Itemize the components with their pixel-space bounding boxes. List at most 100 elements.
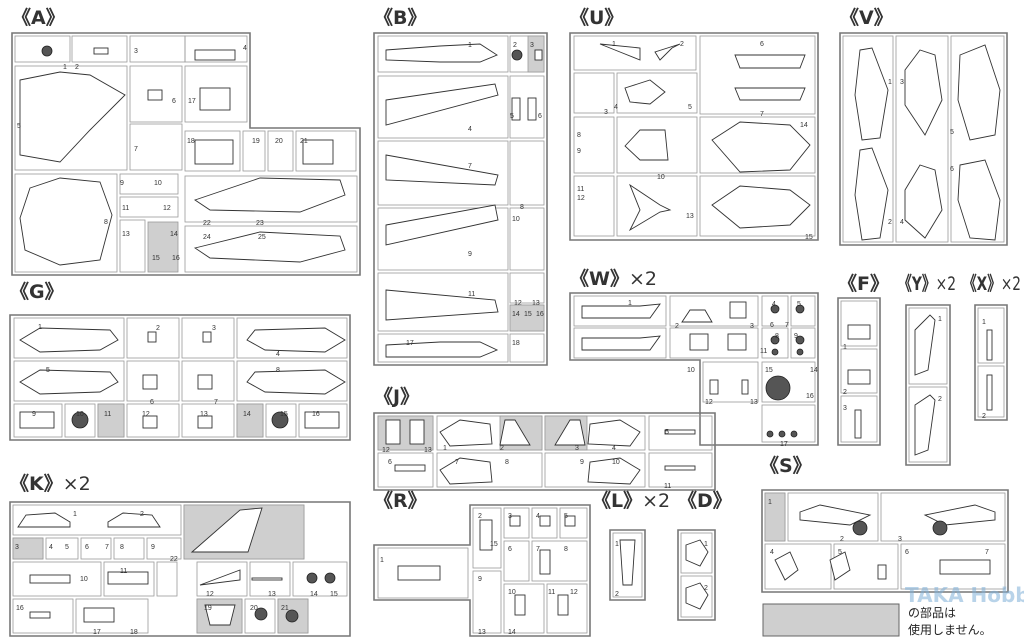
part-number: 18	[512, 340, 520, 347]
part-outline	[904, 164, 943, 239]
round-part	[41, 45, 53, 57]
part-outline	[19, 369, 119, 395]
sprue-cell	[616, 116, 698, 174]
sprue-frame	[9, 501, 351, 637]
part-outline	[664, 429, 696, 435]
part-outline	[397, 565, 441, 581]
sprue-cell	[950, 35, 1005, 243]
part-number: 10	[612, 459, 620, 466]
part-number: 9	[794, 333, 798, 340]
sprue-cell	[616, 175, 698, 237]
round-part	[795, 304, 805, 314]
part-number: 4	[770, 549, 774, 556]
part-number: 16	[312, 411, 320, 418]
part-number: 3	[212, 325, 216, 332]
sprue-frame	[569, 292, 819, 446]
unused-part-area	[236, 403, 264, 438]
part-outline	[624, 79, 666, 105]
sprue-cell	[126, 360, 180, 402]
sprue-cell	[126, 403, 180, 438]
part-outline	[564, 515, 576, 527]
part-number: 4	[900, 219, 904, 226]
part-number: 16	[172, 255, 180, 262]
sprue-cell	[573, 327, 667, 359]
sprue-title: 《D》	[678, 489, 732, 512]
part-outline	[385, 289, 499, 321]
sprue-title: 《S》	[760, 454, 812, 477]
part-number: 7	[105, 544, 109, 551]
part-number: 4	[468, 126, 472, 133]
part-outline	[923, 504, 996, 526]
part-number: 9	[151, 544, 155, 551]
part-number: 3	[900, 79, 904, 86]
part-number: 1	[938, 316, 942, 323]
part-outline	[385, 204, 499, 246]
part-number: 22	[203, 220, 211, 227]
part-outline	[619, 539, 636, 586]
part-number: 7	[134, 146, 138, 153]
sprue-cell	[531, 540, 588, 582]
part-number: 14	[512, 311, 520, 318]
sprue-cell	[573, 72, 615, 114]
part-number: 5	[797, 301, 801, 308]
sprue-frame	[569, 32, 819, 241]
sprue-frame	[373, 504, 591, 637]
part-outline	[685, 539, 709, 567]
sprue-title: 《W》×2	[570, 267, 657, 290]
sprue-cell	[761, 295, 789, 327]
sprue-label: 《S》	[760, 454, 812, 477]
sprue-frame	[11, 32, 361, 276]
part-number: 17	[406, 340, 414, 347]
sprue-cell	[908, 386, 948, 463]
sprue-cell	[699, 116, 816, 174]
part-number: 11	[548, 589, 555, 596]
part-number: 8	[520, 204, 524, 211]
part-number: 6	[538, 113, 542, 120]
part-number: 12	[163, 205, 171, 212]
part-number: 13	[424, 447, 432, 454]
sprue-frame	[839, 32, 1008, 246]
part-outline	[664, 465, 696, 471]
part-number: 20	[250, 605, 258, 612]
part-number: 7	[214, 399, 218, 406]
sprue-cell	[184, 35, 248, 63]
sprue-cell	[119, 173, 179, 195]
part-number: 14	[810, 367, 818, 374]
sprue-frame	[609, 529, 646, 601]
part-number: 9	[120, 180, 124, 187]
part-number: 15	[490, 541, 498, 548]
sprue-frame	[905, 304, 951, 466]
sprue-frame	[677, 529, 716, 621]
sprue-X: 《X》×212	[963, 272, 1021, 421]
part-number: 4	[49, 544, 53, 551]
sprue-label: 《D》	[678, 489, 732, 512]
part-number: 9	[478, 576, 482, 583]
part-outline	[986, 329, 993, 361]
part-number: 15	[524, 311, 532, 318]
sprue-cell	[436, 452, 543, 488]
part-number: 14	[170, 231, 178, 238]
sprue-cell	[12, 561, 102, 597]
part-number: 1	[628, 300, 632, 307]
sprue-title: 《U》	[570, 6, 623, 29]
part-number: 5	[665, 429, 669, 436]
part-number: 7	[536, 546, 540, 553]
part-outline	[246, 327, 346, 353]
sprue-frame	[373, 32, 548, 366]
part-number: 6	[760, 41, 764, 48]
sprue-cell	[45, 537, 79, 560]
part-number: 20	[275, 138, 283, 145]
part-number: 13	[750, 399, 758, 406]
part-number: 2	[156, 325, 160, 332]
sprue-cell	[129, 65, 183, 123]
part-number: 13	[478, 629, 486, 636]
sprue-cell	[126, 317, 180, 359]
part-number: 4	[243, 45, 247, 52]
part-number: 5	[65, 544, 69, 551]
part-outline	[199, 87, 231, 111]
round-part	[852, 520, 868, 536]
sprue-frame	[373, 412, 716, 491]
sprue-cell	[842, 35, 894, 243]
part-outline	[654, 43, 681, 61]
